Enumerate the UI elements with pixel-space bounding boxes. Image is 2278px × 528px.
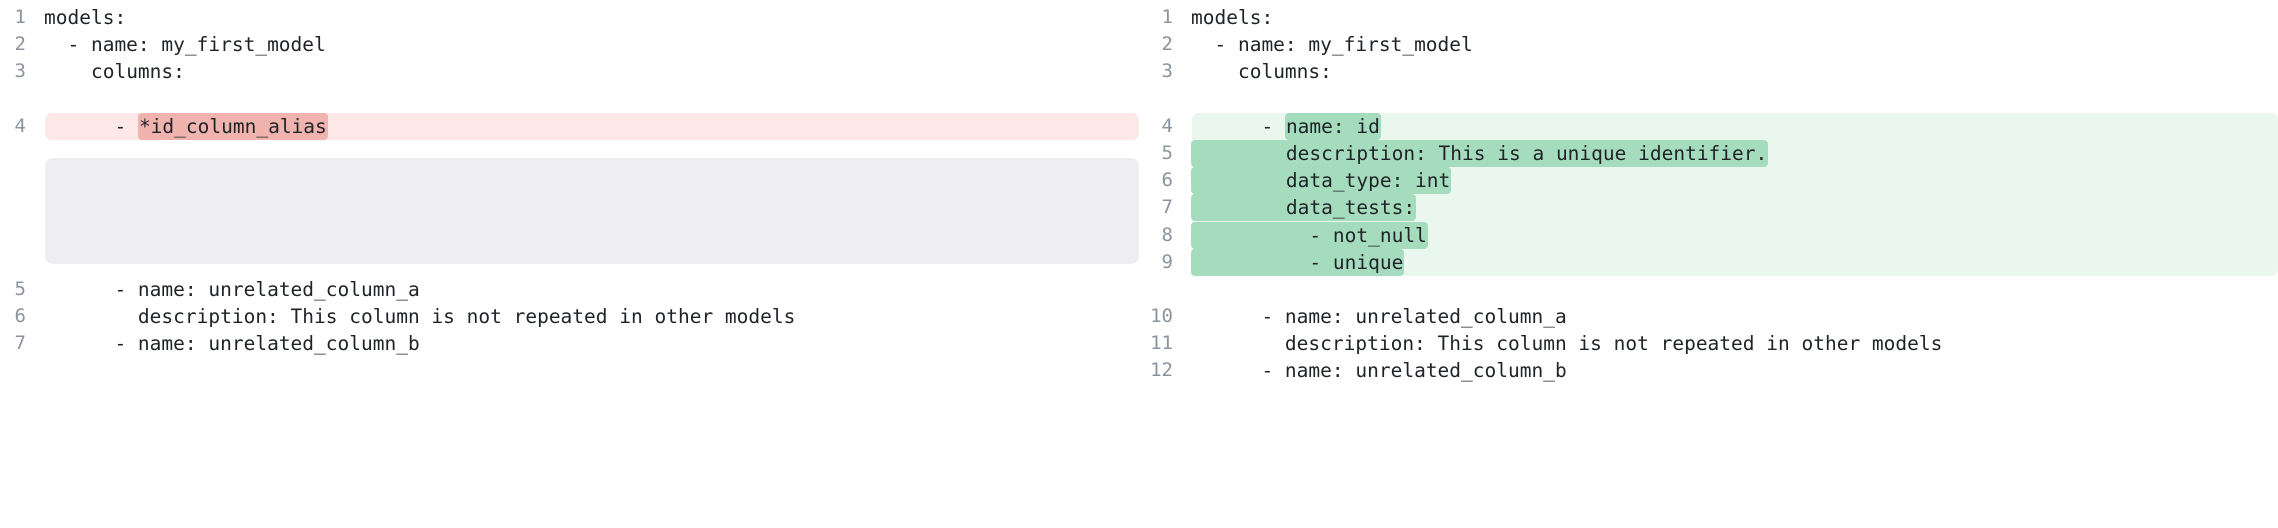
code-line[interactable]: 2 - name: my_first_model [0, 31, 1139, 58]
code-line-deleted[interactable]: 4 - *id_column_alias [0, 112, 1139, 140]
diff-pane-original: 1 models: 2 - name: my_first_model 3 col… [0, 0, 1139, 357]
code-line[interactable]: 10 - name: unrelated_column_a [1139, 303, 2278, 330]
line-number: 3 [14, 60, 26, 83]
line-number: 11 [1150, 332, 1173, 355]
diff-filler-block [45, 158, 1139, 264]
line-indent [44, 305, 138, 328]
line-content: - unique [1185, 248, 2278, 276]
line-content: - name: unrelated_column_a [38, 276, 1139, 303]
line-indent [44, 115, 114, 138]
added-word-highlight: - not_null [1191, 221, 1428, 249]
line-indent [1191, 115, 1261, 138]
line-text: - name: my_first_model [1214, 33, 1473, 57]
line-text: - [114, 114, 138, 138]
line-number: 2 [14, 33, 26, 56]
line-indent [44, 60, 91, 83]
line-number: 6 [1161, 169, 1173, 192]
line-indent [44, 33, 67, 56]
line-content: columns: [38, 58, 1139, 85]
code-lines-original: 1 models: 2 - name: my_first_model 3 col… [0, 0, 1139, 357]
line-text: columns: [1237, 60, 1332, 84]
line-content: - name: my_first_model [38, 31, 1139, 58]
line-indent [1191, 33, 1214, 56]
code-line-added[interactable]: 5 description: This is a unique identifi… [1139, 139, 2278, 168]
line-indent [1191, 332, 1285, 355]
line-text: - name: unrelated_column_a [1261, 305, 1567, 329]
line-number: 7 [14, 332, 26, 355]
code-line[interactable]: 3 columns: [0, 58, 1139, 85]
line-content: - not_null [1185, 221, 2278, 249]
line-text: - name: my_first_model [67, 33, 326, 57]
code-line[interactable]: 3 columns: [1139, 58, 2278, 85]
line-content: - name: id [1185, 112, 2278, 140]
line-number: 1 [1161, 6, 1173, 28]
line-content: - name: my_first_model [1185, 31, 2278, 58]
line-text: - name: unrelated_column_b [114, 332, 420, 356]
line-content: models: [1185, 4, 2278, 31]
code-line[interactable]: 2 - name: my_first_model [1139, 31, 2278, 58]
line-number: 4 [14, 114, 26, 137]
code-line[interactable]: 5 - name: unrelated_column_a [0, 276, 1139, 303]
diff-gap-spacer [1139, 86, 2278, 113]
deleted-word-highlight: *id_column_alias [137, 112, 328, 140]
code-line[interactable]: 6 description: This column is not repeat… [0, 303, 1139, 330]
added-word-highlight: name: id [1284, 112, 1381, 140]
line-number: 7 [1161, 196, 1173, 219]
code-line-added[interactable]: 8 - not_null [1139, 221, 2278, 249]
line-number: 5 [14, 277, 26, 300]
line-number: 10 [1150, 305, 1173, 328]
line-number: 5 [1161, 141, 1173, 164]
line-content: data_tests: [1185, 194, 2278, 222]
line-indent [1191, 359, 1261, 382]
line-text: models: [1191, 6, 1274, 29]
line-content: - *id_column_alias [38, 112, 1139, 140]
added-word-highlight: data_tests: [1191, 194, 1417, 222]
added-word-highlight: - unique [1191, 248, 1405, 276]
line-number: 9 [1161, 250, 1173, 273]
line-indent [44, 278, 114, 301]
line-number: 4 [1161, 114, 1173, 137]
code-line-added[interactable]: 6 data_type: int [1139, 167, 2278, 195]
line-number: 1 [14, 6, 26, 28]
line-number: 6 [14, 305, 26, 328]
line-text: description: This column is not repeated… [137, 305, 796, 329]
line-content: description: This column is not repeated… [38, 303, 1139, 330]
line-text: columns: [90, 60, 185, 84]
line-indent [1191, 60, 1238, 83]
code-line-added[interactable]: 9 - unique [1139, 248, 2278, 276]
line-text: models: [44, 6, 127, 29]
added-word-highlight: data_type: int [1191, 167, 1452, 195]
line-content: description: This column is not repeated… [1185, 330, 2278, 357]
diff-gap-spacer [1139, 276, 2278, 303]
diff-gap-spacer [0, 86, 1139, 113]
line-content: - name: unrelated_column_a [1185, 303, 2278, 330]
code-line[interactable]: 11 description: This column is not repea… [1139, 330, 2278, 357]
code-line[interactable]: 12 - name: unrelated_column_b [1139, 357, 2278, 384]
code-line[interactable]: 7 - name: unrelated_column_b [0, 330, 1139, 357]
line-indent [1191, 305, 1261, 328]
added-word-highlight: description: This is a unique identifier… [1191, 139, 1769, 167]
line-content: data_type: int [1185, 167, 2278, 195]
line-content: columns: [1185, 58, 2278, 85]
code-line-added[interactable]: 4 - name: id [1139, 112, 2278, 140]
line-number: 8 [1161, 223, 1173, 246]
line-number: 2 [1161, 33, 1173, 56]
line-text: description: This column is not repeated… [1284, 332, 1943, 356]
line-content: - name: unrelated_column_b [1185, 357, 2278, 384]
line-text: - [1261, 114, 1285, 138]
code-line[interactable]: 1 models: [0, 4, 1139, 31]
line-number: 3 [1161, 60, 1173, 83]
line-content: description: This is a unique identifier… [1185, 139, 2278, 167]
code-line[interactable]: 1 models: [1139, 4, 2278, 31]
line-indent [44, 332, 114, 355]
line-content: - name: unrelated_column_b [38, 330, 1139, 357]
diff-pane-modified: 1 models: 2 - name: my_first_model 3 col… [1139, 0, 2278, 528]
line-number: 12 [1150, 359, 1173, 382]
line-text: - name: unrelated_column_a [114, 277, 420, 301]
line-text: - name: unrelated_column_b [1261, 359, 1567, 383]
code-lines-modified: 1 models: 2 - name: my_first_model 3 col… [1139, 0, 2278, 385]
code-line-added[interactable]: 7 data_tests: [1139, 194, 2278, 222]
line-content: models: [38, 4, 1139, 31]
